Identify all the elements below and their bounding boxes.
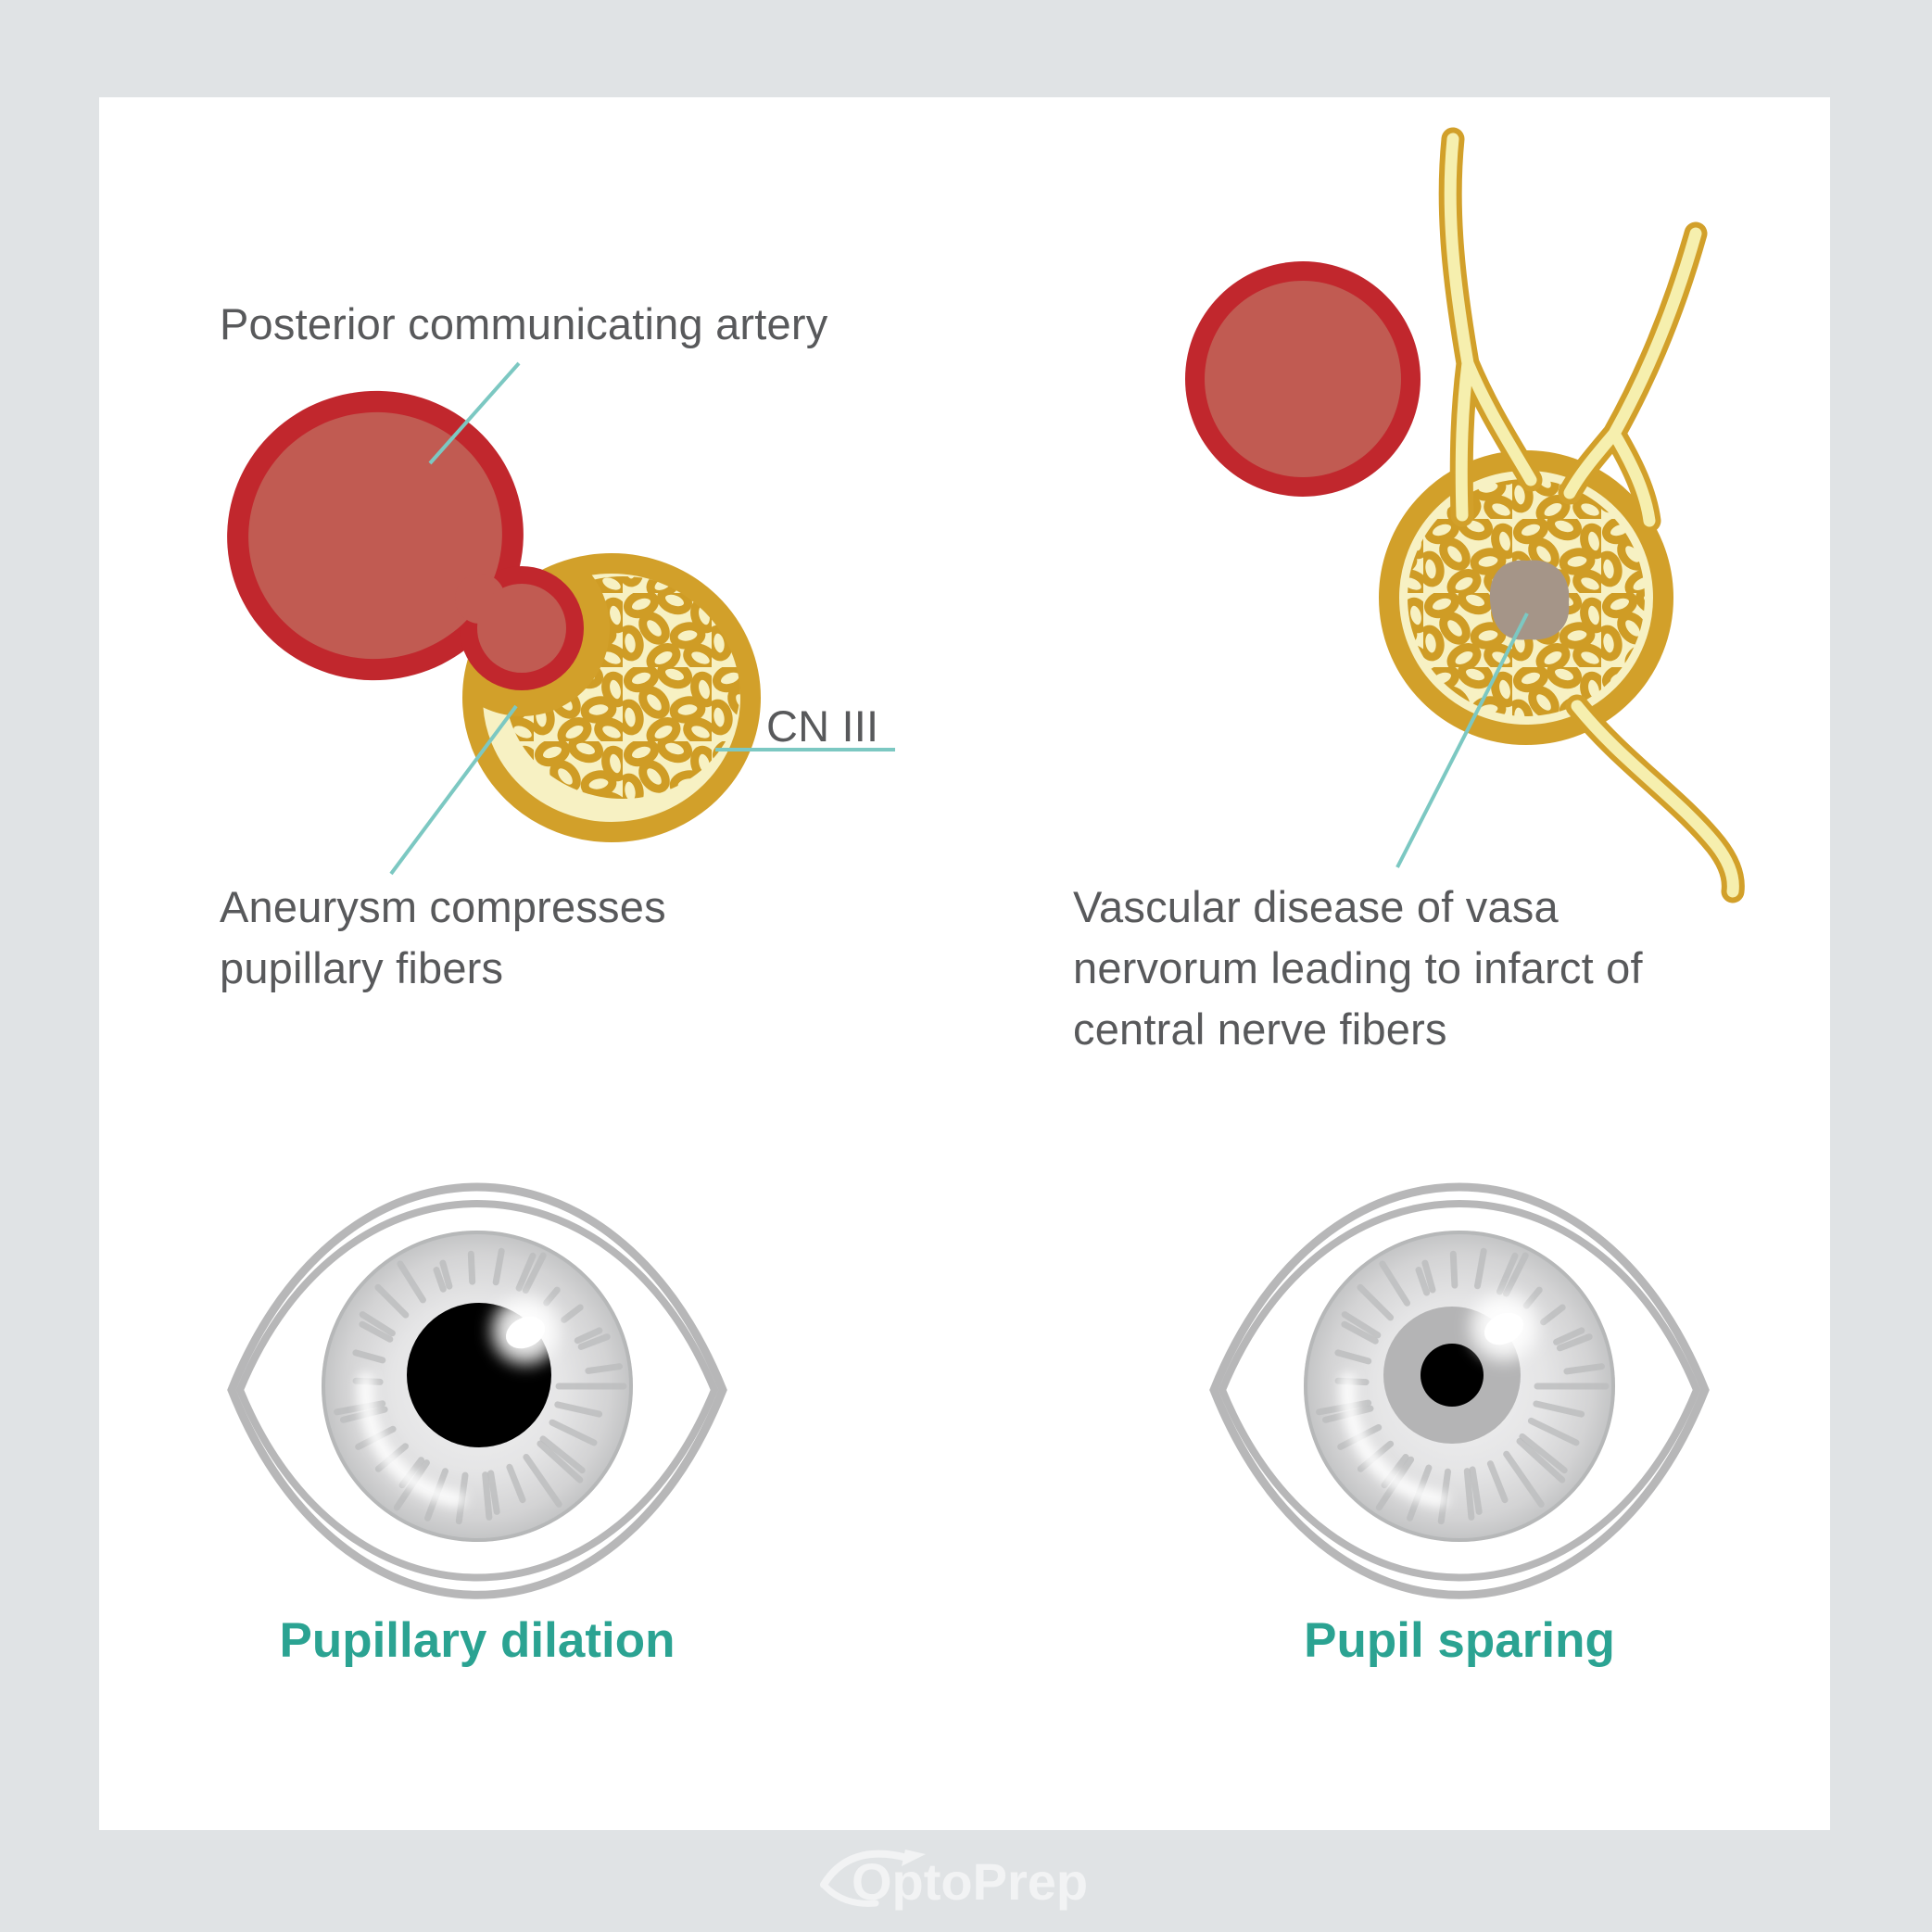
posterior-communicating-artery-illustration [227,390,584,690]
eye-outline [227,1182,727,1599]
infarct-spot [1489,560,1570,640]
logo-eye-flag [902,1850,926,1866]
aneurysm-compression-diagram [227,361,895,876]
vascular-caption-line2: nervorum leading to infarct of [1073,943,1643,992]
artery-cross-section-right [1185,261,1421,497]
optoprep-logo: OptoPrep [820,1850,1088,1911]
spared-eye-illustration [1209,1182,1710,1599]
vascular-caption-line1: Vascular disease of vasa [1073,882,1559,931]
iris-highlight-crescent [1339,1372,1448,1508]
dilated-eye-illustration [227,1182,727,1599]
spared-pupil [1421,1344,1484,1407]
iris-highlight-crescent [357,1372,466,1508]
eye-outline [1209,1182,1710,1599]
vasa-nervorum-vessels [1438,127,1745,903]
logo-text: OptoPrep [852,1852,1088,1911]
logo-eye-lower-lid [820,1881,879,1907]
aneurysm-caption-line2: pupillary fibers [220,943,504,992]
logo-eye-upper-lid [820,1850,911,1888]
vascular-caption-line3: central nerve fibers [1073,1004,1447,1054]
posterior-artery-label: Posterior communicating artery [220,299,828,348]
pupil-sparing-caption: Pupil sparing [1304,1613,1615,1668]
leader-line-infarct [1395,612,1529,868]
aneurysm-caption-line1: Aneurysm compresses [220,882,666,931]
leader-line-artery [428,361,521,465]
leader-line-aneurysm [389,704,518,876]
vasa-nervorum-infarct-diagram [1185,127,1745,903]
cn3-label: CN III [766,701,879,751]
pupillary-dilation-caption: Pupillary dilation [279,1613,676,1668]
